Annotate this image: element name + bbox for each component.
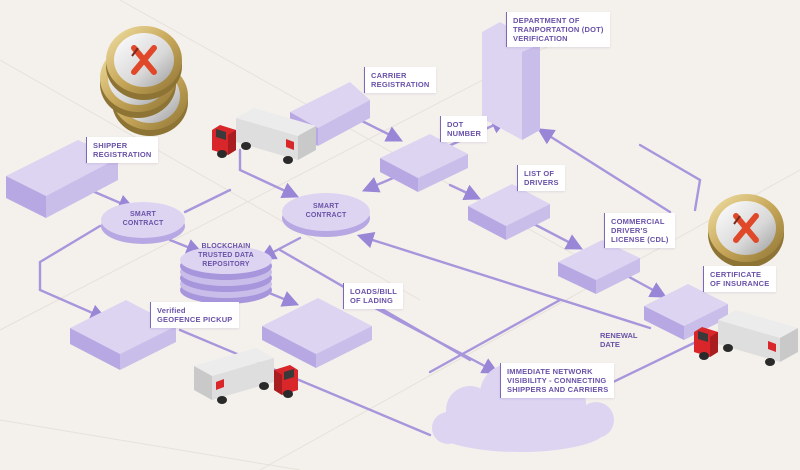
blockchain-line-1: BLOCKCHAIN [201, 243, 250, 250]
label-network-visibility: IMMEDIATE NETWORK VISIBILITY - CONNECTIN… [500, 363, 615, 398]
smart-contract-right-line-1: SMART [313, 203, 339, 210]
tile-dot-number [380, 134, 468, 192]
label-dot-number: DOT NUMBER [440, 116, 488, 142]
tile-list-of-drivers [468, 184, 550, 240]
smart-contract-left-line-2: CONTRACT [123, 220, 164, 227]
label-dot-verification: DEPARTMENT OF TRANPORTATION (DOT) VERIFI… [506, 12, 610, 47]
truck-icon-bottom [194, 348, 298, 404]
tile-certificate-of-insurance [644, 284, 728, 340]
tile-cdl [558, 240, 640, 294]
blockchain-line-3: REPOSITORY [202, 261, 250, 268]
smart-contract-left: SMART CONTRACT [101, 202, 185, 244]
tile-loads-bill-of-lading [262, 298, 372, 368]
tile-dot-verification [482, 22, 540, 140]
blockchain-repository: BLOCKCHAIN TRUSTED DATA REPOSITORY [180, 243, 272, 304]
label-verified-geofence-pickup: Verified GEOFENCE PICKUP [150, 302, 239, 328]
label-shipper-registration: SHIPPER REGISTRATION [86, 137, 158, 163]
smart-contract-left-line-1: SMART [130, 211, 156, 218]
blockchain-line-2: TRUSTED DATA [198, 252, 254, 259]
tile-verified-geofence-pickup [70, 300, 176, 370]
smart-contract-right-line-2: CONTRACT [306, 212, 347, 219]
label-cdl: COMMERCIAL DRIVER'S LICENSE (CDL) [604, 213, 675, 248]
label-renewal-date: RENEWAL DATE [600, 331, 638, 349]
label-list-of-drivers: LIST OF DRIVERS [517, 165, 565, 191]
token-coin-icon [708, 194, 784, 268]
label-certificate-of-insurance: CERTIFICATE OF INSURANCE [703, 266, 776, 292]
label-loads-bill-of-lading: LOADS/BILL OF LADING [343, 283, 403, 309]
label-carrier-registration: CARRIER REGISTRATION [364, 67, 436, 93]
smart-contract-right: SMART CONTRACT [282, 193, 370, 237]
token-coin-stack-icon [100, 26, 188, 136]
